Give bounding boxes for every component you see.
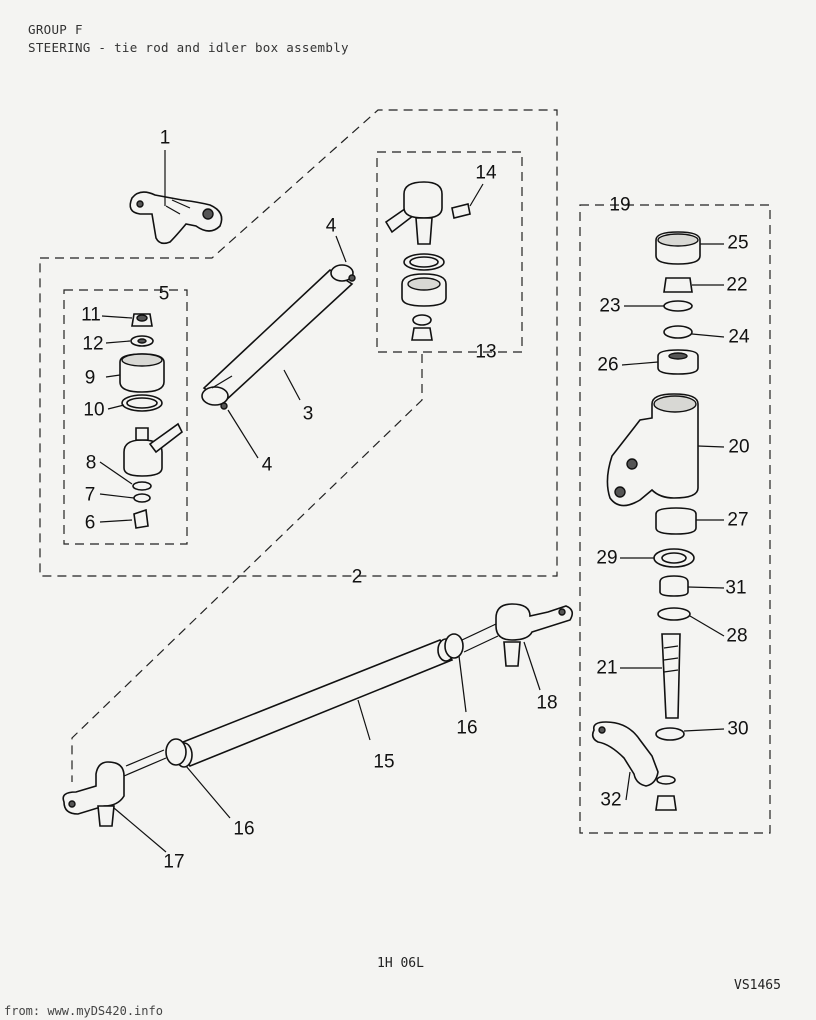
part-group-ball-joint-upper [384, 181, 471, 341]
callout-29: 29 [596, 548, 617, 569]
part-long-tie-tube [175, 638, 455, 768]
callout-7: 7 [85, 485, 96, 506]
callout-31: 31 [725, 578, 746, 599]
part-lever-ball-joint-right [495, 603, 574, 667]
callout-24: 24 [728, 327, 750, 348]
callout-20: 20 [728, 437, 749, 458]
part-group-ball-joint-left [119, 313, 184, 529]
leader-lines [99, 150, 725, 853]
callout-4-lower: 4 [262, 455, 273, 476]
callout-9: 9 [85, 368, 96, 389]
page-reference: 1H 06L [377, 956, 424, 971]
callout-16-right: 16 [456, 718, 477, 739]
group-outline-5 [63, 289, 188, 545]
callout-12: 12 [82, 334, 103, 355]
dashed-link-13-17 [71, 354, 423, 782]
callout-5: 5 [159, 284, 170, 305]
callout-11: 11 [81, 305, 101, 326]
callout-26: 26 [597, 355, 618, 376]
group-outline-19 [579, 204, 771, 834]
part-group-idler-box [591, 231, 701, 811]
callout-2: 2 [352, 567, 363, 588]
group-label: GROUP F [28, 22, 83, 37]
part-lever-ball-joint-left [62, 761, 125, 827]
callout-28: 28 [726, 626, 747, 647]
callout-27: 27 [727, 510, 748, 531]
callout-17: 17 [163, 852, 184, 873]
part-clamps [123, 623, 499, 777]
callout-4-upper: 4 [326, 216, 337, 237]
part-steering-arm [129, 191, 223, 245]
page-title: STEERING - tie rod and idler box assembl… [28, 40, 349, 55]
callout-30: 30 [727, 719, 748, 740]
callout-numbers: 1 2 3 4 4 5 6 7 8 9 10 11 12 13 14 15 16… [81, 128, 750, 873]
callout-21: 21 [596, 658, 617, 679]
callout-32: 32 [600, 790, 621, 811]
callout-8: 8 [86, 453, 97, 474]
callout-22: 22 [726, 275, 747, 296]
callout-16-left: 16 [233, 819, 254, 840]
source-note: from: www.myDS420.info [4, 1004, 163, 1018]
callout-25: 25 [727, 233, 748, 254]
part-short-tie-tube [201, 264, 356, 410]
callout-3: 3 [303, 404, 314, 425]
drawing-reference: VS1465 [734, 978, 781, 993]
callout-19: 19 [609, 195, 630, 216]
callout-18: 18 [536, 693, 557, 714]
group-outline-2 [39, 109, 558, 577]
callout-14: 14 [475, 163, 497, 184]
callout-6: 6 [85, 513, 96, 534]
callout-10: 10 [83, 400, 104, 421]
callout-1: 1 [160, 128, 171, 149]
group-outline-13 [376, 151, 523, 353]
callout-23: 23 [599, 296, 620, 317]
callout-15: 15 [373, 752, 394, 773]
callout-13: 13 [475, 342, 496, 363]
